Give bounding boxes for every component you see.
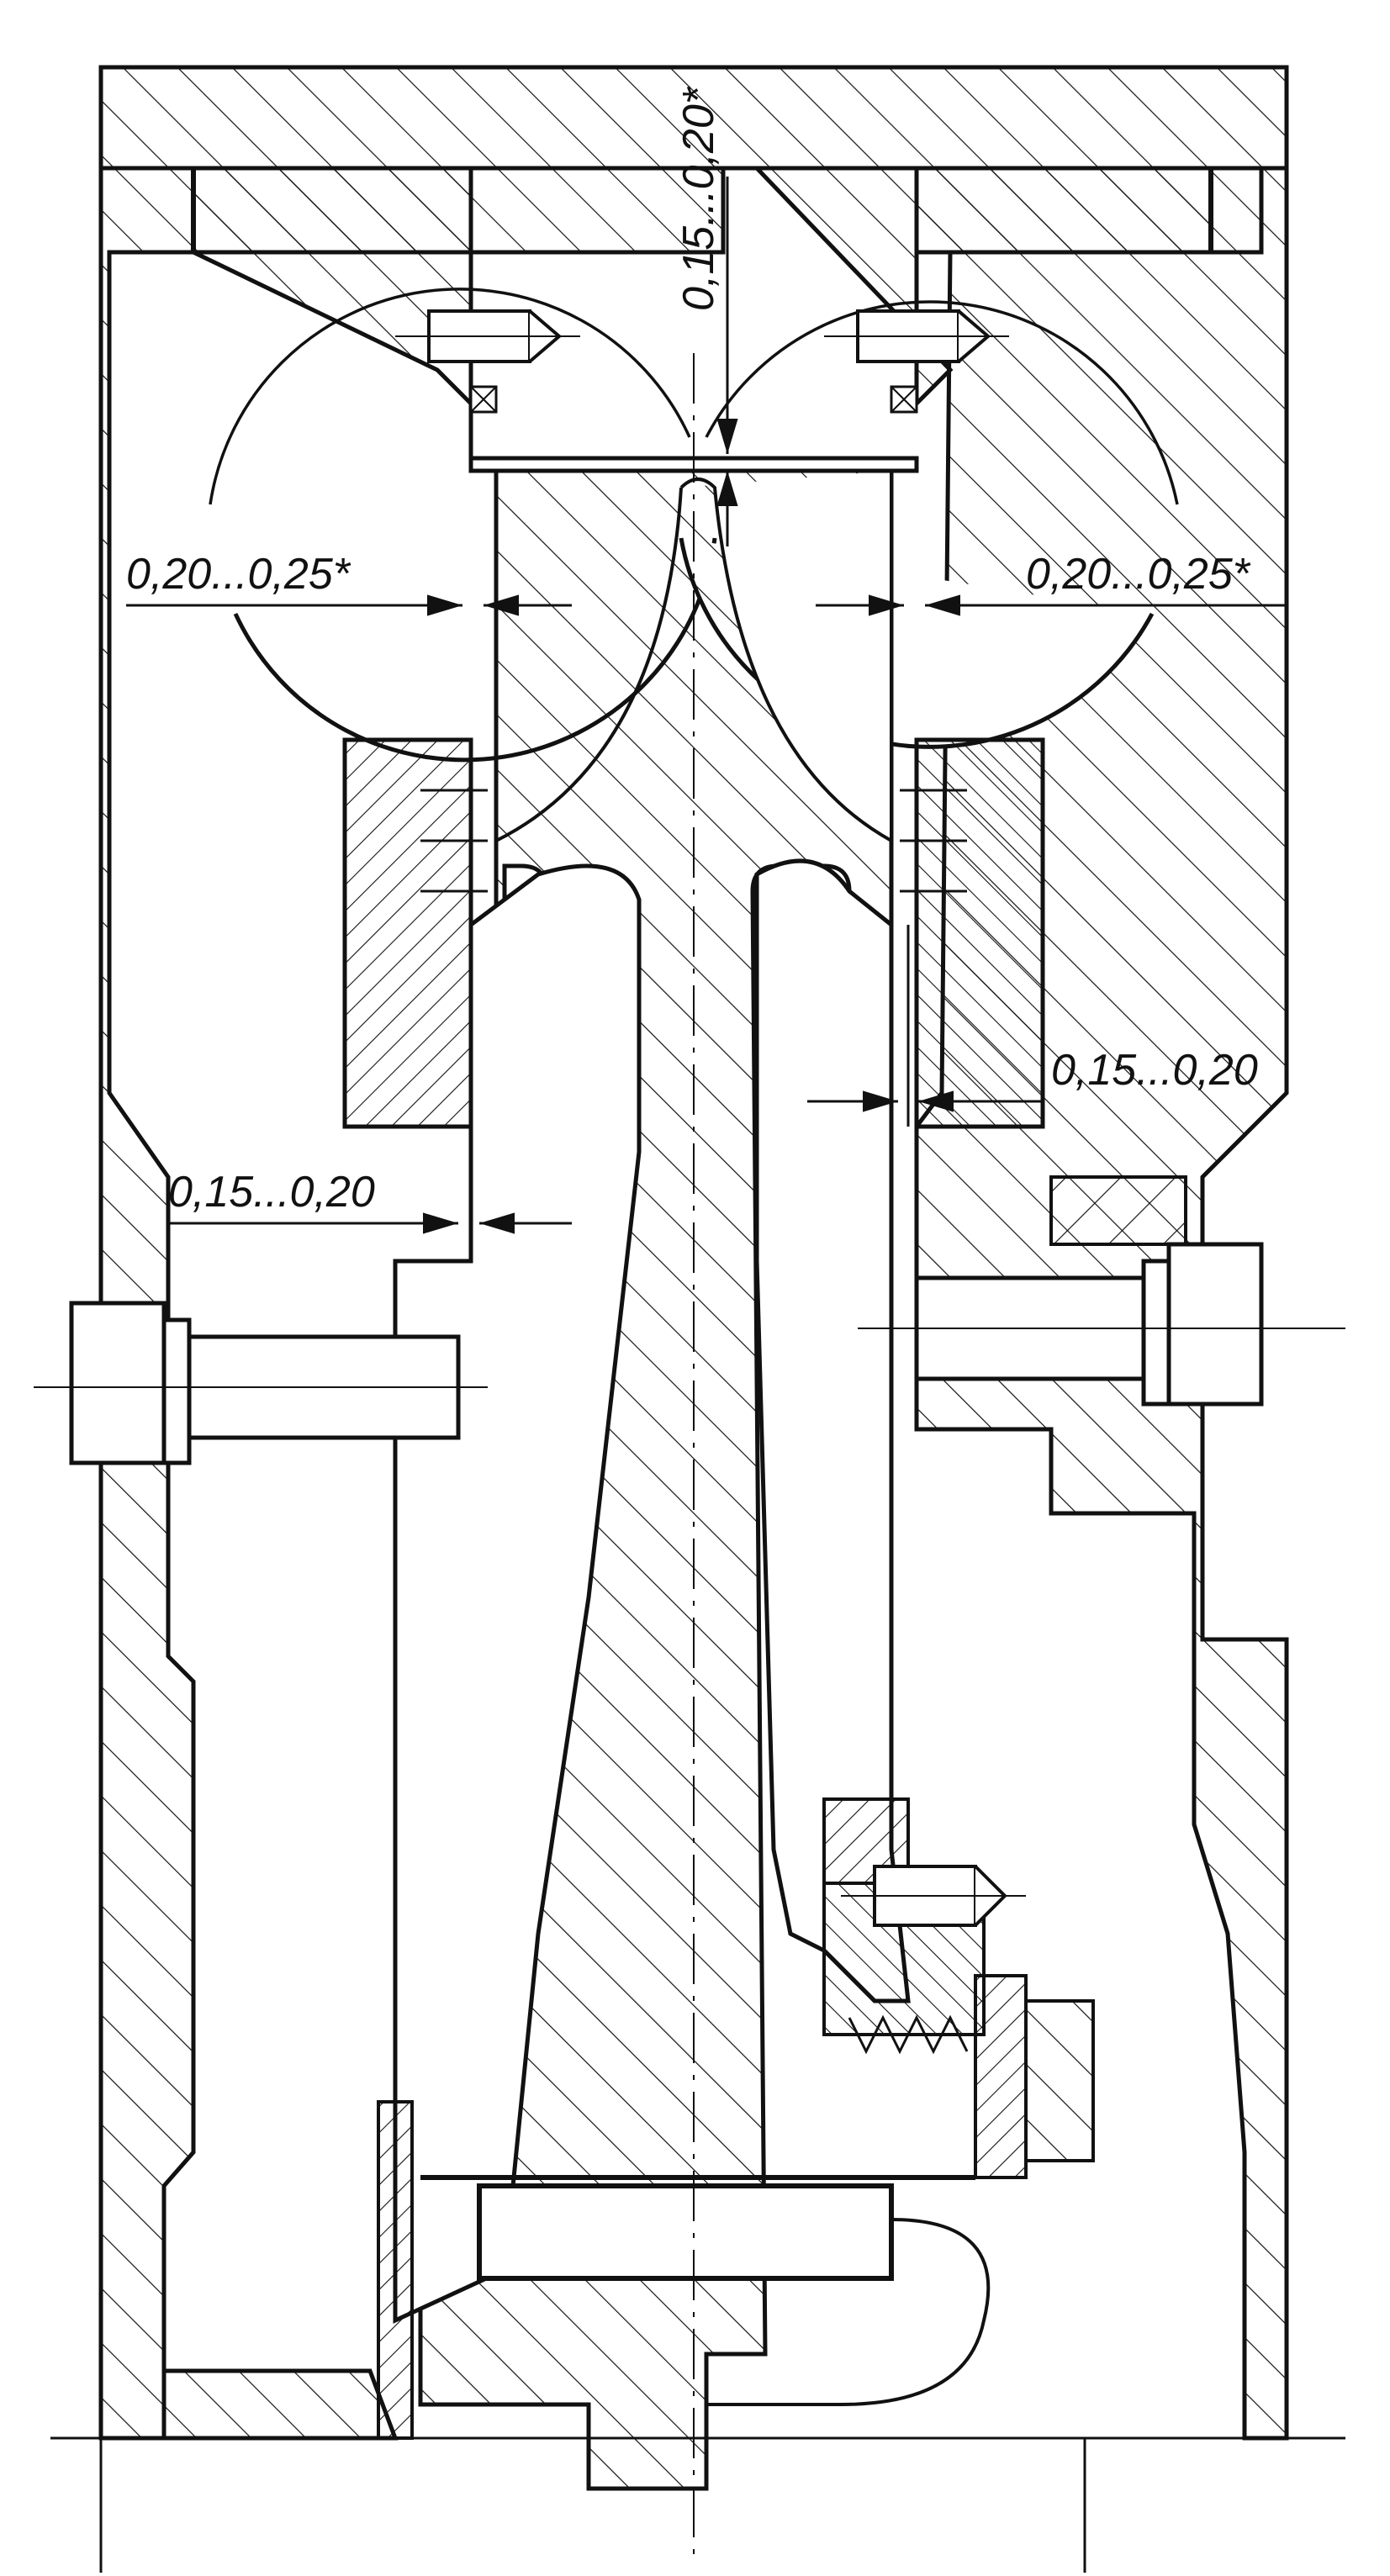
dim-top-gap-label: 0,15...0,20*: [674, 86, 723, 311]
left-side-bolt: [34, 1301, 488, 1465]
dim-left-lower-label: 0,15...0,20: [168, 1168, 375, 1217]
top-cover-plate: [98, 65, 1289, 171]
dimension-top-gap: 0,15...0,20*: [674, 86, 738, 546]
dim-left-side-label: 0,20...0,25*: [126, 550, 351, 599]
lower-left-plate: [377, 2100, 414, 2440]
right-side-bolt: [858, 1175, 1345, 1407]
dim-right-lower-label: 0,15...0,20: [1051, 1046, 1258, 1095]
dim-right-side-label: 0,20...0,25*: [1026, 550, 1251, 599]
dimension-left-lower: 0,15...0,20: [168, 1168, 572, 1234]
dimension-right-lower: 0,15...0,20: [807, 1046, 1258, 1112]
lower-cap-screw: [841, 1865, 1026, 1927]
upper-clamp-right: [752, 166, 1213, 409]
right-insert-block: [900, 737, 1045, 1129]
dimension-right-side: 0,20...0,25*: [816, 550, 1287, 616]
lower-right-gear-block: [822, 1797, 1095, 2179]
left-top-screw: [395, 309, 580, 414]
right-top-screw: [824, 309, 1009, 414]
base-plate: [420, 2175, 991, 2406]
left-insert-block: [342, 737, 488, 1129]
dimension-left-side: 0,20...0,25*: [126, 550, 572, 616]
